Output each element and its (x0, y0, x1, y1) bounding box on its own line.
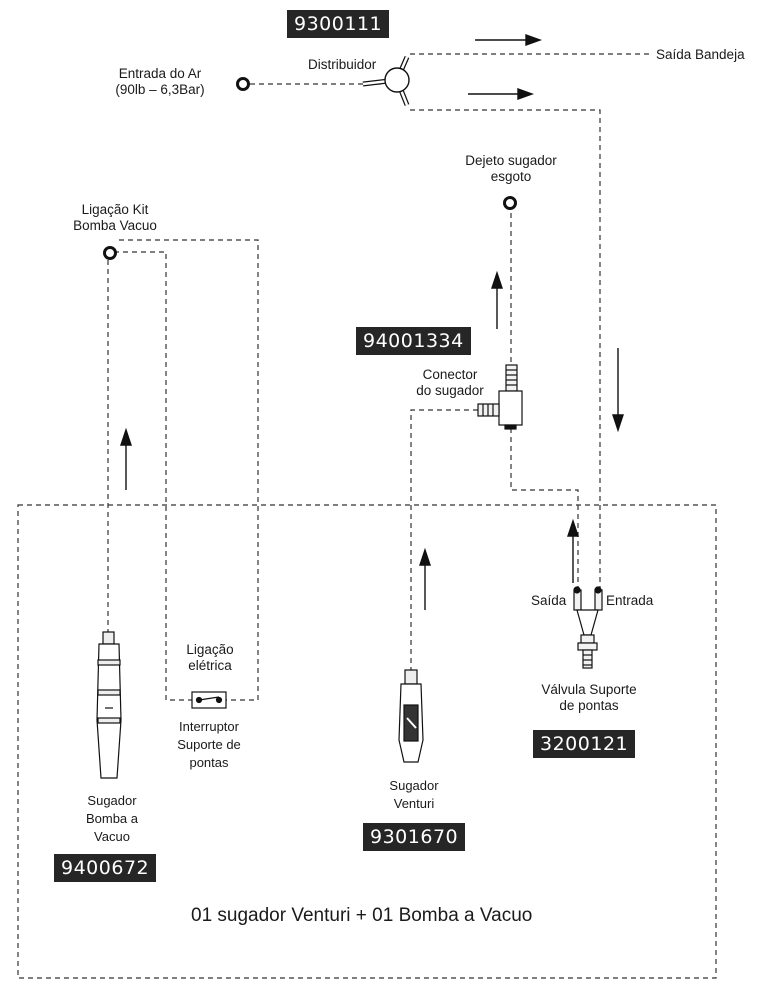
connector-code: 94001334 (356, 327, 471, 355)
diagram-caption: 01 sugador Venturi + 01 Bomba a Vacuo (191, 905, 533, 926)
venturi-line (410, 409, 478, 670)
arrow-up-icon (491, 270, 503, 289)
distributor-label: Distribuidor (308, 57, 377, 72)
arrow-down-icon (612, 414, 624, 433)
venturi-handpiece-icon (398, 669, 424, 763)
arrow-right-icon (517, 88, 535, 100)
arrow-up-icon (567, 518, 579, 537)
valve-inlet-line (410, 109, 601, 590)
valve-code: 3200121 (533, 730, 636, 758)
vacuum-kit-port-icon (103, 246, 117, 260)
air-inlet-label: Entrada do Ar(90lb – 6,3Bar) (115, 66, 205, 97)
air-inlet-port-icon (236, 77, 250, 91)
vacuum-code: 9400672 (54, 854, 157, 882)
arrow-up-icon (419, 547, 431, 566)
vacuum-handpiece-icon (96, 631, 122, 779)
electric-line-left (114, 251, 192, 701)
waste-port-icon (503, 196, 517, 210)
venturi-code: 9301670 (363, 823, 466, 851)
suction-connector-icon (477, 364, 523, 430)
arrow-right-icon (525, 34, 543, 46)
distributor-icon (362, 56, 410, 106)
valve-icon (573, 586, 603, 669)
electric-line-right (119, 239, 259, 701)
switch-icon (191, 691, 227, 709)
tray-outlet-label: Saída Bandeja (656, 47, 745, 62)
valve-outlet-label: Saída (531, 593, 567, 608)
valve-inlet-label: Entrada (606, 593, 654, 608)
arrow-up-icon (120, 427, 132, 446)
valve-outlet-line (510, 428, 579, 590)
distributor-code: 9300111 (287, 10, 390, 38)
